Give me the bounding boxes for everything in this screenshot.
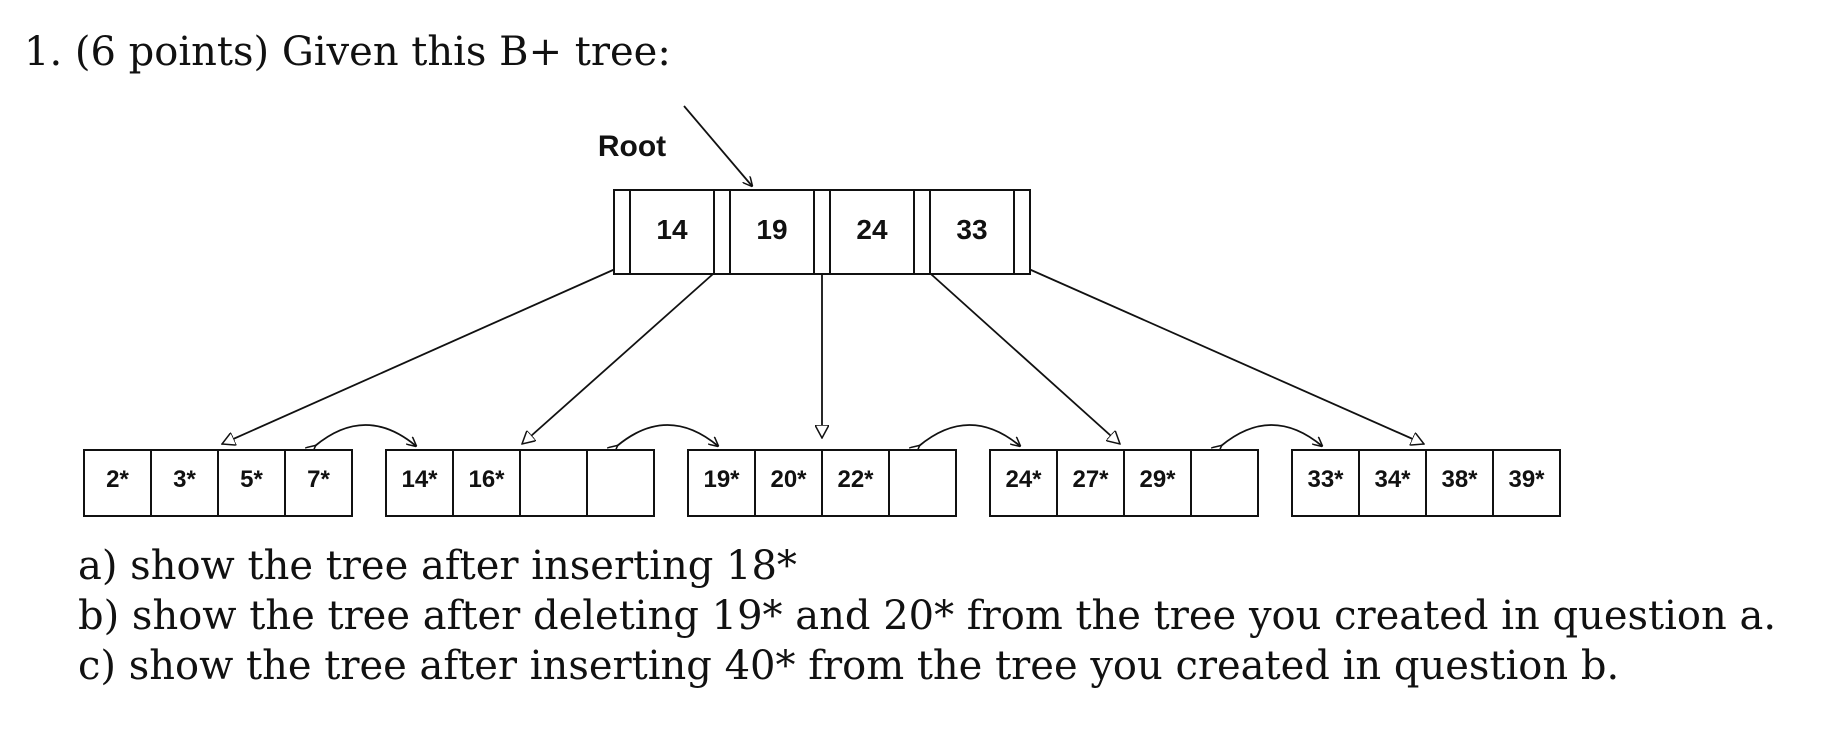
leaf-node: 19* 20* 22* [687, 449, 957, 517]
root-key: 19 [756, 214, 787, 245]
leaf-nodes: 2* 3* 5* 7* 14* 16* 19* 20* 22* 24* 27* 29* 33* 34* 38… [83, 449, 1561, 517]
leaf-entry: 7* [307, 466, 330, 493]
root-label: Root [598, 130, 666, 163]
leaf-entry: 19* [703, 466, 740, 493]
leaf-cell [83, 449, 152, 517]
leaf-entry: 33* [1307, 466, 1344, 493]
leaf-entry: 16* [468, 466, 505, 493]
question-part-a: a) show the tree after inserting 18* [78, 543, 797, 589]
question-title: 1. (6 points) Given this B+ tree: [24, 29, 671, 75]
leaf-cell [821, 449, 890, 517]
root-pointer-slot [713, 189, 731, 275]
leaf-entry: 5* [240, 466, 263, 493]
child-pointer-arrow [222, 265, 623, 444]
sibling-link-arrow [919, 424, 1020, 446]
leaf-cell [687, 449, 756, 517]
root-key-cell [629, 189, 715, 275]
root-key-cell [729, 189, 815, 275]
leaf-cell [519, 449, 588, 517]
leaf-entry: 3* [173, 466, 196, 493]
leaf-cell [888, 449, 957, 517]
leaf-node: 2* 3* 5* 7* [83, 449, 353, 517]
leaf-cell [385, 449, 454, 517]
leaf-entry: 38* [1441, 466, 1478, 493]
leaf-entry: 34* [1374, 466, 1411, 493]
root-key: 14 [656, 214, 688, 245]
root-pointer-slot [813, 189, 831, 275]
sibling-link-arrow [315, 424, 416, 446]
root-pointer-slot [913, 189, 931, 275]
sibling-link-arrow [617, 424, 718, 446]
root-pointer-arrow [683, 105, 752, 186]
leaf-entry: 22* [837, 466, 874, 493]
root-key-cell [829, 189, 915, 275]
sibling-link-arrow [1221, 424, 1322, 446]
leaf-entry: 29* [1139, 466, 1176, 493]
root-pointer-slot [1013, 189, 1031, 275]
leaf-entry: 2* [106, 466, 129, 493]
child-pointer-arrow [522, 265, 723, 444]
leaf-cell [1190, 449, 1259, 517]
leaf-cell [452, 449, 521, 517]
question-part-b: b) show the tree after deleting 19* and … [78, 593, 1777, 639]
child-pointer-arrow [921, 265, 1120, 444]
leaf-node: 24* 27* 29* [989, 449, 1259, 517]
leaf-entry: 27* [1072, 466, 1109, 493]
leaf-entry: 24* [1005, 466, 1042, 493]
leaf-node: 33* 34* 38* 39* [1291, 449, 1561, 517]
leaf-cell [586, 449, 655, 517]
root-key: 24 [856, 214, 888, 245]
leaf-cell [217, 449, 286, 517]
root-node: 14 19 24 33 [613, 189, 1031, 275]
leaf-cell [150, 449, 219, 517]
leaf-cell [1123, 449, 1192, 517]
child-pointer-arrow [1021, 265, 1424, 444]
leaf-cell [754, 449, 823, 517]
root-pointer-slot [613, 189, 631, 275]
question-part-c: c) show the tree after inserting 40* fro… [78, 643, 1620, 689]
leaf-cell [1492, 449, 1561, 517]
leaf-entry: 14* [401, 466, 438, 493]
leaf-entry: 39* [1508, 466, 1545, 493]
root-key: 33 [956, 214, 987, 245]
leaf-node: 14* 16* [385, 449, 655, 517]
leaf-cell [284, 449, 353, 517]
leaf-entry: 20* [770, 466, 807, 493]
